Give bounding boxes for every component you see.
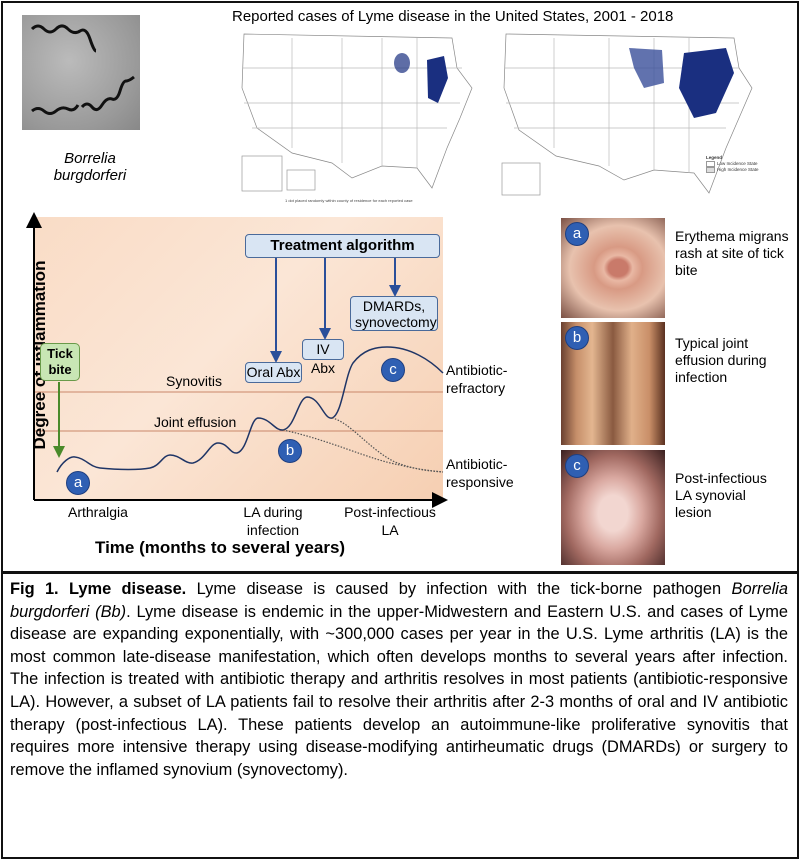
photo-marker-b: b [565, 326, 589, 350]
dmards-box: DMARDs, synovectomy [350, 296, 438, 331]
legend-item: High Incidence State [706, 167, 759, 174]
photo-marker-c: c [565, 454, 589, 478]
caption-text-1: Lyme disease is caused by infection with… [186, 580, 732, 598]
map-title: Reported cases of Lyme disease in the Un… [232, 8, 674, 25]
map-note: 1 dot placed randomly within county of r… [285, 198, 413, 203]
iv-abx-box: IV Abx [302, 339, 344, 376]
legend-item: Low Incidence State [706, 161, 759, 167]
caption-species: Borrelia burgdorferi (Bb) [10, 580, 788, 621]
stage-arthralgia: Arthralgia [68, 504, 128, 520]
caption-title: Fig 1. Lyme disease. [10, 580, 187, 598]
bacteria-caption: Borrelia burgdorferi [53, 150, 127, 184]
stage-post-infectious-la: Post-infectious LA [344, 504, 436, 538]
photo-marker-a: a [565, 222, 589, 246]
photo-joint-effusion: b [561, 322, 665, 445]
caption-divider [1, 571, 799, 574]
spirochete-image [30, 24, 135, 115]
marker-c: c [381, 358, 405, 382]
stage-la-during-infection: LA during infection [243, 504, 303, 538]
marker-b: b [278, 439, 302, 463]
treatment-algorithm-box: Treatment algorithm [245, 234, 440, 258]
map-2018 [501, 33, 753, 196]
joint-effusion-label: Joint effusion [154, 414, 237, 430]
x-axis-label: Time (months to several years) [95, 538, 346, 557]
refractory-curve [56, 346, 444, 473]
photo-label-c: Post-infectious LA synovial lesion [675, 470, 767, 520]
oral-abx-box: Oral Abx [245, 362, 302, 383]
caption-text-2: . Lyme disease is endemic in the upper-M… [10, 602, 788, 779]
bacteria-micrograph [22, 15, 140, 130]
us-maps [241, 33, 753, 196]
photo-erythema-migrans: a [561, 218, 665, 318]
responsive-curve-2 [331, 417, 444, 473]
figure-caption: Fig 1. Lyme disease. Lyme disease is cau… [10, 578, 788, 781]
responsive-curve-1 [282, 429, 444, 473]
photo-label-b: Typical joint effusion during infection [675, 335, 767, 385]
map-2001 [241, 33, 473, 192]
legend-title: Legend [706, 155, 723, 160]
outcome-responsive: Antibiotic-responsive [446, 456, 514, 490]
photo-synovial-lesion: c [561, 450, 665, 565]
marker-a: a [66, 471, 90, 495]
outcome-refractory: Antibiotic-refractory [446, 362, 508, 396]
tick-bite-box: Tick bite [40, 343, 80, 381]
inflammation-curve-diagram [26, 212, 448, 508]
map-legend: Legend Low Incidence State High Incidenc… [706, 155, 759, 174]
synovitis-label: Synovitis [166, 373, 223, 389]
photo-label-a: Erythema migrans rash at site of tick bi… [675, 228, 789, 278]
